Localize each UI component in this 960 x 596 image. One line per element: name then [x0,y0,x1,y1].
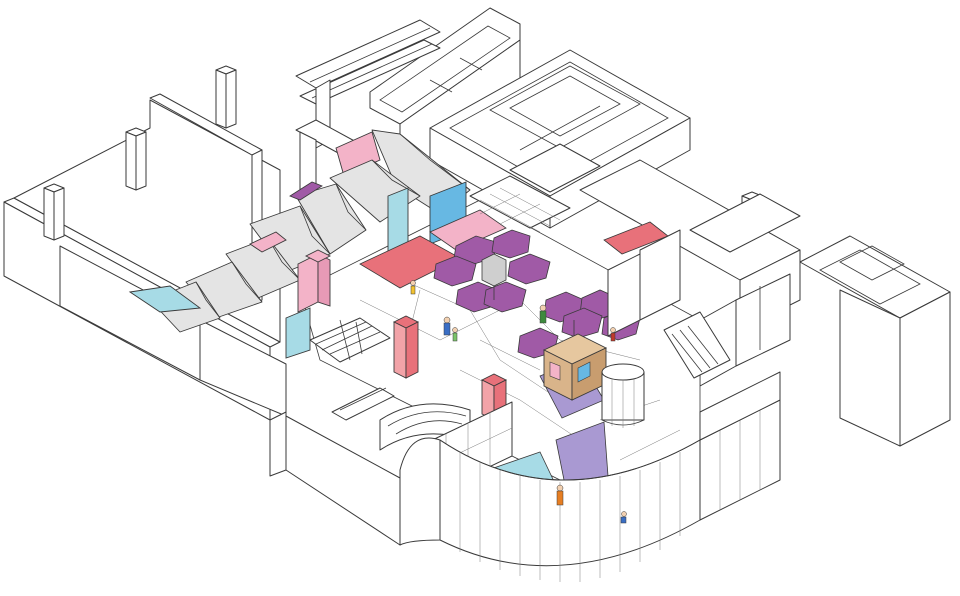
person-figure [539,304,547,324]
escalator-top [295,19,441,199]
escalator-right [607,229,731,379]
hanging-ornament [289,181,323,201]
pink-columns [304,249,508,421]
cylinder-tower [601,363,645,428]
canopy-cluster-left [433,229,551,313]
truss-sculpture [309,317,391,363]
right-wing [579,159,951,447]
people-figures [410,280,627,524]
person-figure [410,280,416,295]
person-figure [452,327,458,342]
person-figure [610,327,616,342]
person-figure [556,484,564,506]
curved-facade [399,371,781,582]
person-figure [443,316,451,336]
play-house [542,333,608,401]
person-figure [620,511,627,524]
outer-wall-left [3,93,401,546]
